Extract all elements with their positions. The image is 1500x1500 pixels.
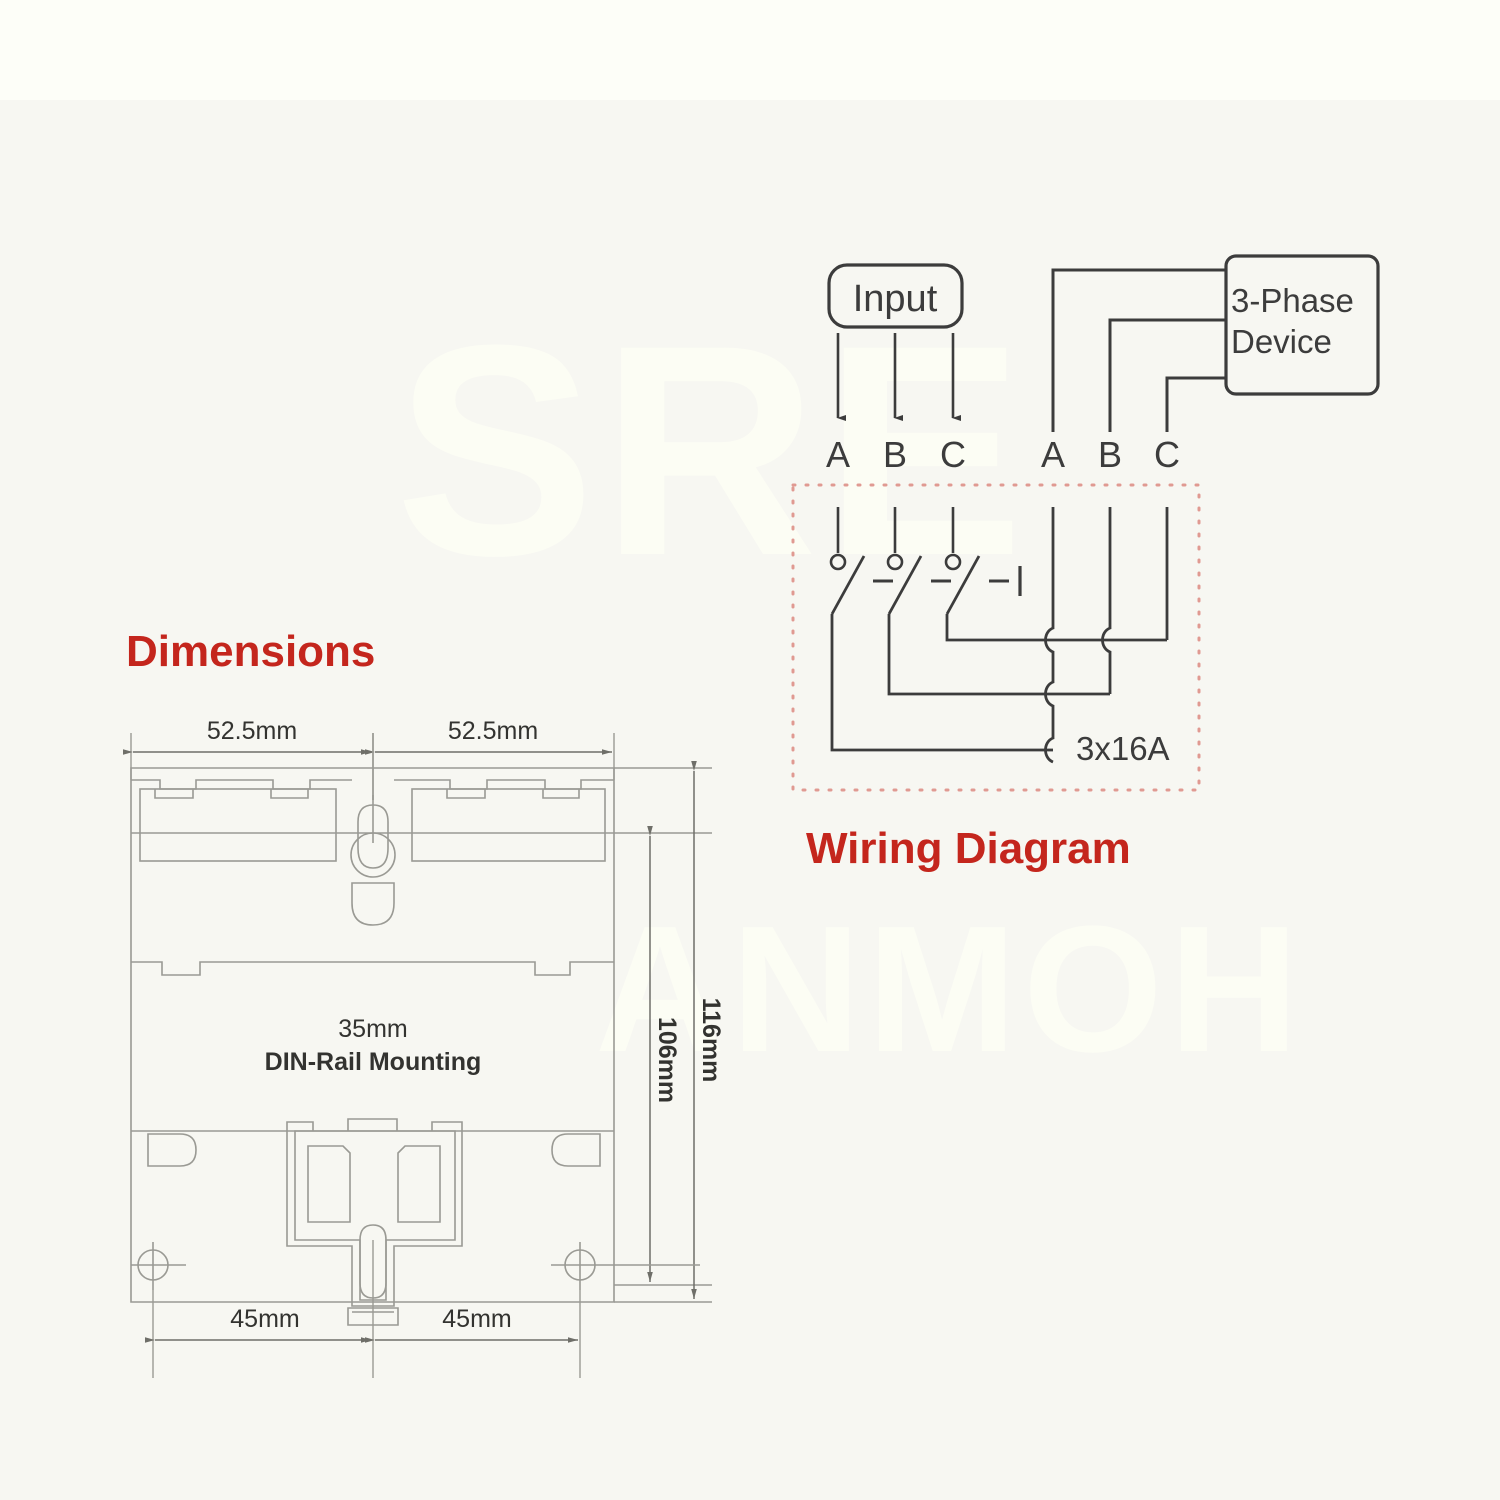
switch-blades	[830, 555, 1040, 752]
label-hole-left: 45mm	[230, 1305, 299, 1333]
wiring-section-title: Wiring Diagram	[806, 824, 1131, 873]
rating-label: 3x16A	[1076, 730, 1170, 767]
switch-pole-stems	[836, 507, 955, 553]
terminal-out-b: B	[1098, 434, 1122, 475]
label-width-left: 52.5mm	[207, 717, 297, 745]
terminal-in-c: C	[940, 434, 966, 475]
label-height-outer: 116mm	[697, 998, 725, 1083]
terminal-in-a: A	[826, 434, 850, 475]
output-link-wires	[1040, 638, 1167, 752]
wiring-diagram-drawing: A B C A B C	[791, 254, 1380, 792]
device-box-label-line2: Device	[1231, 323, 1332, 360]
terminal-out-a: A	[1041, 434, 1065, 475]
wiring-text-group: Input 3-Phase Device 3x16A	[853, 278, 1354, 767]
device-feeder-wires	[1051, 268, 1226, 432]
dimensions-section-title: Dimensions	[126, 627, 376, 676]
module-boundary-dotted	[791, 483, 1201, 792]
label-height-inner: 106mm	[653, 1017, 681, 1103]
terminal-out-c: C	[1154, 434, 1180, 475]
three-phase-device-box	[1224, 254, 1380, 396]
label-rail-mounting: DIN-Rail Mounting	[265, 1048, 482, 1076]
terminal-labels: A B C A B C	[826, 434, 1180, 475]
input-box	[827, 263, 964, 329]
dimension-text-group: 52.5mm 52.5mm 45mm 45mm 35mm DIN-Rail Mo…	[207, 717, 725, 1333]
dimensions-drawing: 52.5mm 52.5mm 45mm 45mm 35mm DIN-Rail Mo…	[123, 717, 725, 1378]
background-band-top	[0, 0, 1500, 100]
background-band-main	[0, 100, 1500, 1500]
label-hole-right: 45mm	[442, 1305, 511, 1333]
label-rail-size: 35mm	[338, 1015, 407, 1043]
switch-pivots	[829, 553, 962, 571]
input-box-label: Input	[853, 278, 938, 320]
device-outline	[130, 733, 700, 1326]
terminal-in-b: B	[883, 434, 907, 475]
device-box-label-line1: 3-Phase	[1231, 282, 1354, 319]
input-arrows	[836, 333, 961, 421]
dimension-line-height	[647, 761, 697, 1299]
output-bus-bars	[1044, 507, 1169, 764]
label-width-right: 52.5mm	[448, 717, 538, 745]
